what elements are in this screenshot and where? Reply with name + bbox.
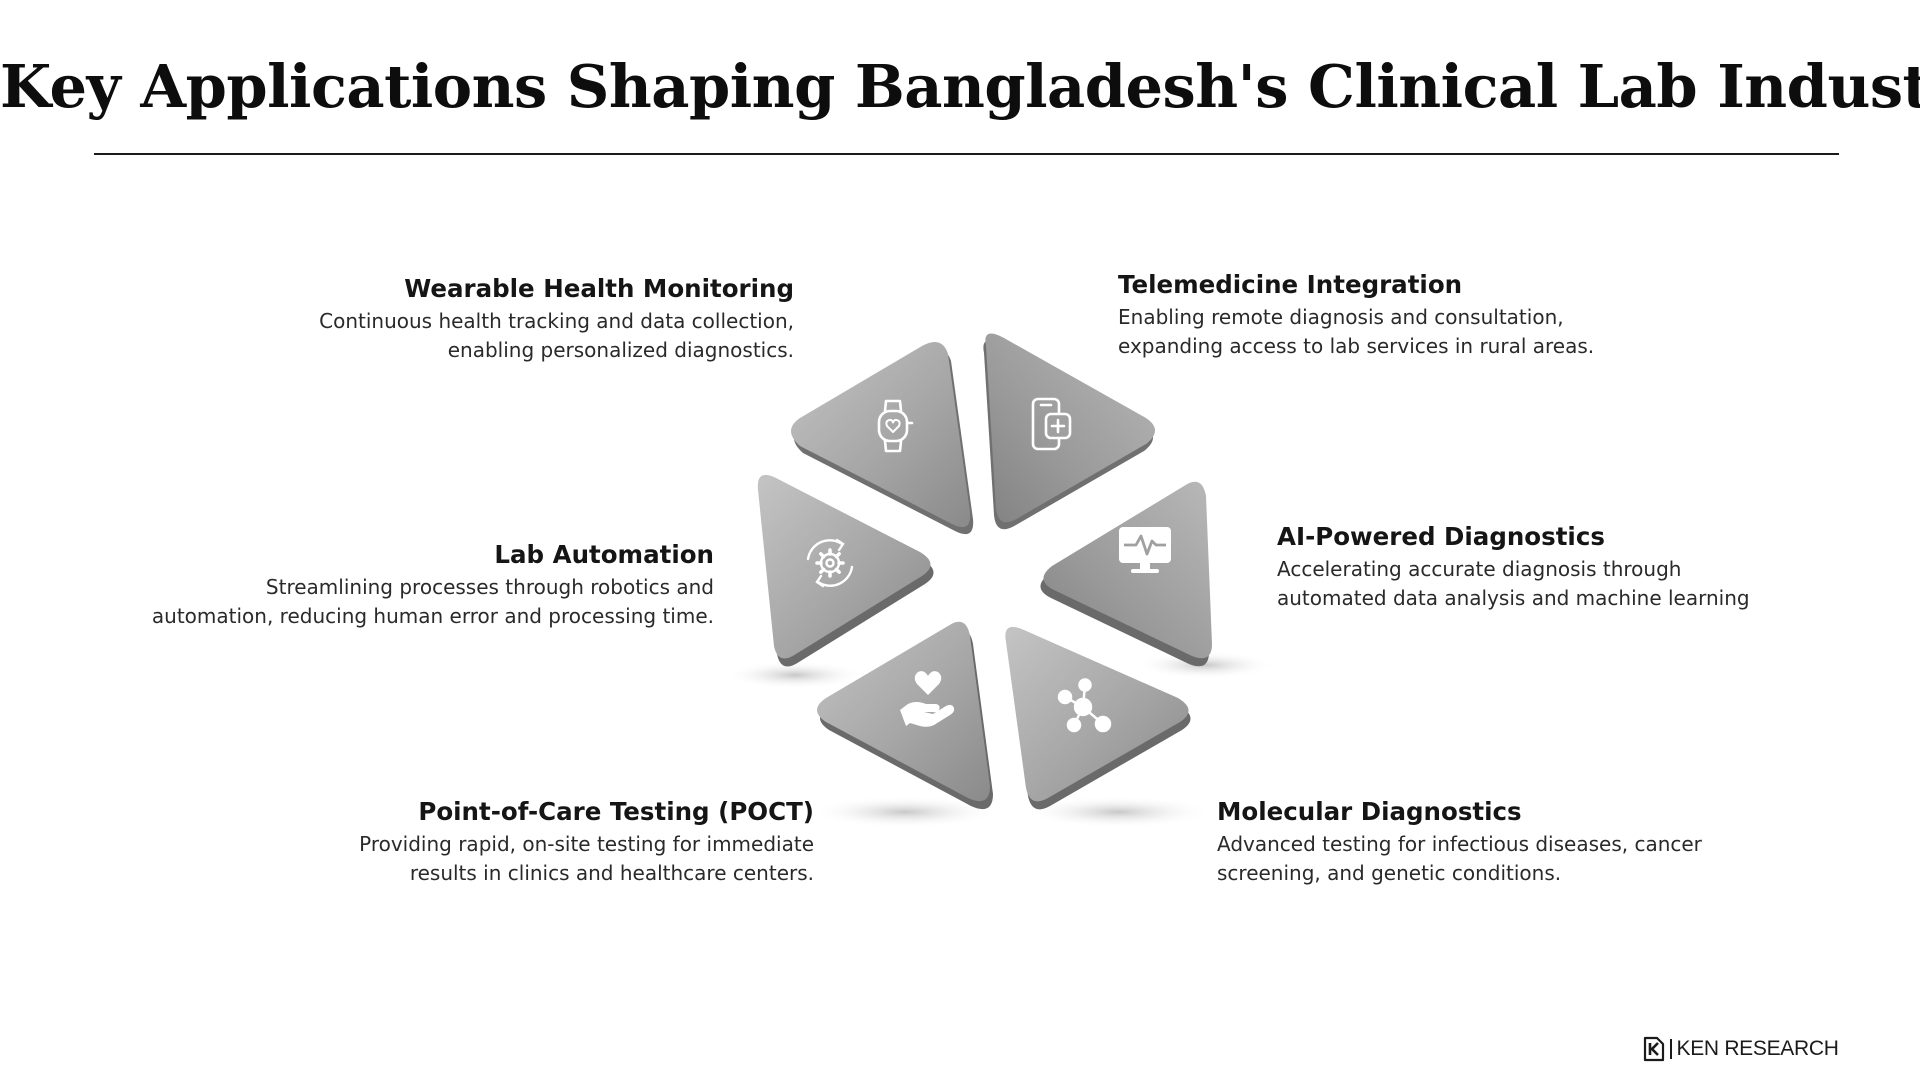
tile-point-of-care-testing bbox=[817, 621, 993, 810]
segment-ai-powered-diagnostics: AI-Powered Diagnostics Accelerating accu… bbox=[1277, 521, 1750, 613]
tile-shadow bbox=[810, 796, 1000, 828]
title-divider bbox=[94, 153, 1839, 155]
segment-heading: Telemedicine Integration bbox=[1118, 270, 1463, 299]
tile-wearable-health-monitoring bbox=[791, 341, 974, 535]
hand-heart-icon bbox=[900, 671, 955, 727]
segment-description: Providing rapid, on-site testing for imm… bbox=[359, 832, 814, 885]
segment-lab-automation: Lab Automation Streamlining processes th… bbox=[152, 539, 714, 631]
brand-divider bbox=[1670, 1039, 1672, 1059]
segment-heading: Wearable Health Monitoring bbox=[404, 274, 794, 303]
ken-research-logo-icon bbox=[1643, 1036, 1665, 1062]
tile-shadow bbox=[1023, 796, 1213, 828]
segment-telemedicine-integration: Telemedicine Integration Enabling remote… bbox=[1118, 269, 1594, 361]
smartwatch-heart-icon bbox=[877, 399, 914, 453]
tile-ai-powered-diagnostics bbox=[1040, 481, 1212, 667]
segment-description: Streamlining processes through robotics … bbox=[151, 575, 714, 628]
segment-description: Continuous health tracking and data coll… bbox=[319, 309, 794, 362]
segment-description: Enabling remote diagnosis and consultati… bbox=[1118, 305, 1595, 358]
segment-molecular-diagnostics: Molecular Diagnostics Advanced testing f… bbox=[1217, 796, 1702, 888]
segment-description: Advanced testing for infectious diseases… bbox=[1217, 832, 1702, 885]
brand-name: KEN RESEARCH bbox=[1676, 1037, 1839, 1060]
molecule-icon bbox=[1057, 678, 1112, 733]
segment-heading: AI-Powered Diagnostics bbox=[1277, 522, 1605, 551]
brand-logo: KEN RESEARCH bbox=[1643, 1036, 1839, 1062]
segment-point-of-care-testing: Point-of-Care Testing (POCT) Providing r… bbox=[359, 796, 814, 888]
segment-heading: Point-of-Care Testing (POCT) bbox=[418, 797, 814, 826]
tile-telemedicine-integration bbox=[983, 333, 1155, 530]
segment-heading: Molecular Diagnostics bbox=[1217, 797, 1522, 826]
monitor-pulse-icon bbox=[1119, 527, 1171, 573]
tile-shadow bbox=[1135, 651, 1275, 679]
segment-heading: Lab Automation bbox=[494, 540, 714, 569]
gear-cycle-icon bbox=[806, 538, 854, 588]
tile-shadow bbox=[725, 661, 865, 689]
tile-molecular-diagnostics bbox=[1005, 626, 1191, 810]
segment-wearable-health-monitoring: Wearable Health Monitoring Continuous he… bbox=[319, 273, 794, 365]
tile-lab-automation bbox=[757, 474, 934, 667]
page-title: Key Applications Shaping Bangladesh's Cl… bbox=[0, 52, 1920, 121]
phone-medical-icon bbox=[1031, 397, 1072, 451]
